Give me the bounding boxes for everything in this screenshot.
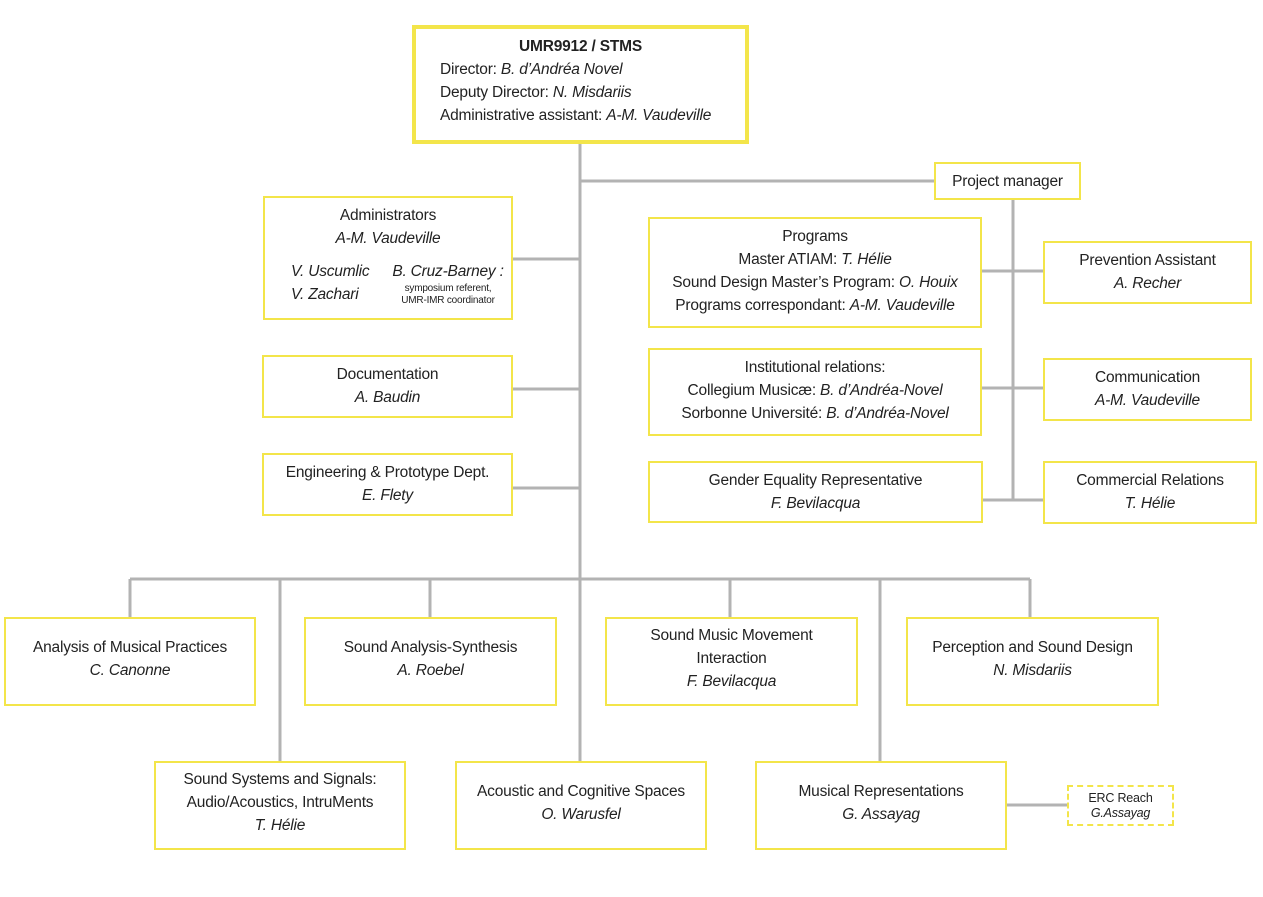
gender-name: F. Bevilacqua bbox=[770, 495, 861, 512]
communication-box: Communication A-M. Vaudeville bbox=[1043, 358, 1252, 421]
programs-role: Master ATIAM: bbox=[738, 251, 838, 268]
team-box-acoustic-cognitive-spaces: Acoustic and Cognitive Spaces O. Warusfe… bbox=[455, 761, 707, 850]
team-box-perception-sound-design: Perception and Sound Design N. Misdariis bbox=[906, 617, 1159, 706]
administrators-lead: A-M. Vaudeville bbox=[335, 230, 441, 247]
programs-name: O. Houix bbox=[899, 274, 958, 291]
programs-box: Programs Master ATIAM: T. Hélie Sound De… bbox=[648, 217, 982, 328]
team-title-line: Sound Systems and Signals: bbox=[183, 771, 377, 788]
admin-assistant-row: Administrative assistant: A-M. Vaudevill… bbox=[440, 104, 745, 127]
team-box-analysis-musical-practices: Analysis of Musical Practices C. Canonne bbox=[4, 617, 256, 706]
team-title-line: Sound Music Movement bbox=[650, 627, 813, 644]
team-lead: G. Assayag bbox=[842, 806, 920, 823]
communication-title: Communication bbox=[1094, 369, 1201, 386]
documentation-name: A. Baudin bbox=[354, 389, 421, 406]
institutional-title: Institutional relations: bbox=[744, 359, 886, 376]
administrator-note-line: symposium referent, bbox=[404, 283, 492, 294]
institutional-row: Sorbonne Université: B. d’Andréa-Novel bbox=[650, 402, 980, 425]
administrators-box: Administrators A-M. Vaudeville V. Uscuml… bbox=[263, 196, 513, 320]
erc-reach-box: ERC Reach G.Assayag bbox=[1067, 785, 1174, 826]
gender-title: Gender Equality Representative bbox=[708, 472, 923, 489]
erc-name: G.Assayag bbox=[1090, 806, 1151, 820]
director-box: UMR9912 / STMS Director: B. d’Andréa Nov… bbox=[412, 25, 749, 144]
prevention-name: A. Recher bbox=[1113, 275, 1182, 292]
communication-name: A-M. Vaudeville bbox=[1095, 392, 1200, 409]
administrator-note-line: UMR-IMR coordinator bbox=[401, 295, 495, 306]
programs-row: Programs correspondant: A-M. Vaudeville bbox=[650, 294, 980, 317]
engineering-box: Engineering & Prototype Dept. E. Flety bbox=[262, 453, 513, 516]
team-lead: F. Bevilacqua bbox=[686, 673, 777, 690]
team-title: Acoustic and Cognitive Spaces bbox=[477, 783, 685, 800]
team-title: Analysis of Musical Practices bbox=[32, 639, 228, 656]
team-lead: T. Hélie bbox=[254, 817, 306, 834]
documentation-box: Documentation A. Baudin bbox=[262, 355, 513, 418]
director-name: B. d’Andréa Novel bbox=[500, 61, 623, 78]
team-box-sound-music-movement: Sound Music Movement Interaction F. Bevi… bbox=[605, 617, 858, 706]
institutional-role: Collegium Musicæ: bbox=[687, 382, 817, 399]
prevention-assistant-box: Prevention Assistant A. Recher bbox=[1043, 241, 1252, 304]
project-manager-box: Project manager bbox=[934, 162, 1081, 200]
team-title-line: Audio/Acoustics, IntruMents bbox=[186, 794, 374, 811]
programs-name: A-M. Vaudeville bbox=[849, 297, 955, 314]
commercial-relations-box: Commercial Relations T. Hélie bbox=[1043, 461, 1257, 524]
team-box-sound-analysis-synthesis: Sound Analysis-Synthesis A. Roebel bbox=[304, 617, 557, 706]
deputy-director-role: Deputy Director: bbox=[440, 84, 549, 101]
programs-row: Sound Design Master’s Program: O. Houix bbox=[650, 271, 980, 294]
deputy-director-row: Deputy Director: N. Misdariis bbox=[440, 81, 745, 104]
institutional-row: Collegium Musicæ: B. d’Andréa-Novel bbox=[650, 379, 980, 402]
programs-role: Sound Design Master’s Program: bbox=[672, 274, 895, 291]
prevention-title: Prevention Assistant bbox=[1079, 252, 1216, 269]
gender-equality-box: Gender Equality Representative F. Bevila… bbox=[648, 461, 983, 523]
administrator-member-right: B. Cruz-Barney : bbox=[392, 263, 504, 280]
engineering-title: Engineering & Prototype Dept. bbox=[285, 464, 490, 481]
team-title: Perception and Sound Design bbox=[932, 639, 1133, 656]
project-manager-title: Project manager bbox=[952, 173, 1063, 190]
programs-row: Master ATIAM: T. Hélie bbox=[650, 248, 980, 271]
programs-name: T. Hélie bbox=[841, 251, 892, 268]
director-row: Director: B. d’Andréa Novel bbox=[440, 58, 745, 81]
admin-assistant-role: Administrative assistant: bbox=[440, 107, 603, 124]
documentation-title: Documentation bbox=[336, 366, 439, 383]
erc-title: ERC Reach bbox=[1088, 791, 1153, 805]
team-title: Musical Representations bbox=[798, 783, 964, 800]
commercial-name: T. Hélie bbox=[1124, 495, 1176, 512]
administrators-title: Administrators bbox=[339, 207, 437, 224]
team-box-sound-systems-signals: Sound Systems and Signals: Audio/Acousti… bbox=[154, 761, 406, 850]
institutional-role: Sorbonne Université: bbox=[681, 405, 823, 422]
team-box-musical-representations: Musical Representations G. Assayag bbox=[755, 761, 1007, 850]
team-lead: A. Roebel bbox=[397, 662, 464, 679]
director-box-title: UMR9912 / STMS bbox=[519, 38, 642, 55]
programs-role: Programs correspondant: bbox=[675, 297, 846, 314]
director-role: Director: bbox=[440, 61, 497, 78]
team-lead: O. Warusfel bbox=[541, 806, 621, 823]
institutional-name: B. d’Andréa-Novel bbox=[826, 405, 949, 422]
administrator-member: V. Uscumlic bbox=[291, 263, 370, 280]
admin-assistant-name: A-M. Vaudeville bbox=[606, 107, 712, 124]
engineering-name: E. Flety bbox=[362, 487, 413, 504]
commercial-title: Commercial Relations bbox=[1076, 472, 1224, 489]
team-title: Sound Analysis-Synthesis bbox=[343, 639, 518, 656]
administrator-member: V. Zachari bbox=[291, 286, 359, 303]
team-title-line: Interaction bbox=[696, 650, 767, 667]
institutional-name: B. d’Andréa-Novel bbox=[820, 382, 943, 399]
deputy-director-name: N. Misdariis bbox=[552, 84, 632, 101]
team-lead: N. Misdariis bbox=[993, 662, 1072, 679]
programs-title: Programs bbox=[782, 228, 848, 245]
team-lead: C. Canonne bbox=[89, 662, 171, 679]
institutional-relations-box: Institutional relations: Collegium Music… bbox=[648, 348, 982, 436]
